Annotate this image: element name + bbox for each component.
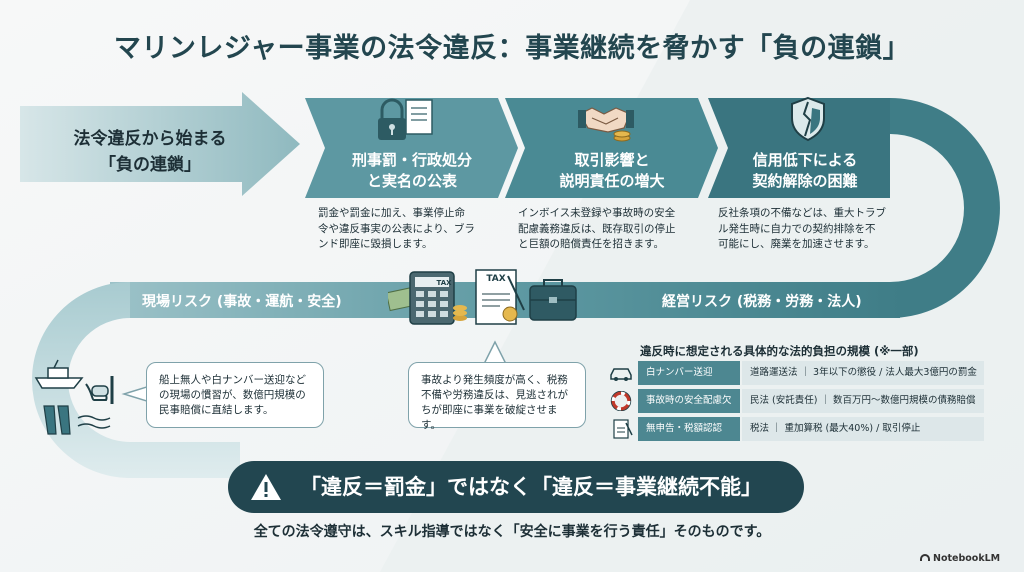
row-desc: 民法 (安託責任) ｜ 数百万円～数億円規模の債務賠償 [742, 389, 984, 413]
row-desc: 道路運送法 ｜ 3年以下の懲役 / 法人最大3億円の罰金 [742, 361, 984, 385]
lifebuoy-icon [610, 391, 632, 411]
warning-icon [251, 474, 281, 500]
key-message-banner: 「違反＝罰金」ではなく「違反＝事業継続不能」 [228, 461, 804, 513]
field-risk-label: 現場リスク (事故・運航・安全) [142, 294, 342, 310]
start-arrow-line1: 法令違反から始まる [73, 129, 227, 149]
step-2-title: 取引影響と 説明責任の増大 [559, 151, 665, 190]
start-arrow-label: 法令違反から始まる 「負の連鎖」 [40, 126, 260, 178]
row-desc: 税法 ｜ 重加算税 (最大40%) / 取引停止 [742, 417, 984, 441]
row-name: 無申告・税額認認 [638, 417, 740, 441]
step-3-title: 信用低下による 契約解除の困難 [752, 151, 858, 190]
callout-center-pointer [483, 340, 507, 364]
table-row: 事故時の安全配慮欠如 民法 (安託責任) ｜ 数百万円～数億円規模の債務賠償 [606, 389, 984, 430]
step-3-block [708, 98, 890, 198]
step-1-title: 刑事罰・行政処分 と実名の公表 [351, 151, 472, 190]
management-risk-callout: 事故より発生頻度が高く、税務 不備や労務違反は、見逃されが ちが即座に事業を破綻… [408, 362, 586, 431]
tax-finance-icons [388, 269, 577, 325]
brand-logo: NotebookLM [920, 553, 1000, 564]
row-name: 白ナンバー送迎 [638, 361, 740, 385]
notebooklm-logo-icon [920, 554, 930, 561]
broken-shield-icon [791, 96, 825, 142]
table-row: 無申告・税額認認 税法 ｜ 重加算税 (最大40%) / 取引停止 [606, 417, 984, 441]
banner-text: 「違反＝罰金」ではなく「違反＝事業継続不能」 [300, 475, 762, 499]
footer-message: 全ての法令遵守は、スキル指導ではなく「安全に事業を行う責任」そのものです。 [253, 524, 771, 540]
row-name: 事故時の安全配慮欠如 [638, 389, 740, 430]
step-1-description: 罰金や罰金に加え、事業停止命 令や違反事実の公表により、ブラ ンド即座に毀損しま… [318, 207, 475, 250]
handshake-coins-icon [578, 107, 634, 142]
calculator-tax-label: TAX [436, 279, 452, 287]
left-u-turn [32, 282, 240, 478]
document-tax-label: TAX [486, 274, 506, 284]
padlock-document-icon [378, 98, 433, 140]
start-arrow [20, 92, 300, 196]
start-arrow-line2: 「負の連鎖」 [99, 155, 201, 175]
step-3-description: 反社条項の不備などは、重大トラブ ル発生時に自力での契約排除を不 可能にし、廃業… [718, 207, 886, 250]
table-row: 白ナンバー送迎 道路運送法 ｜ 3年以下の懲役 / 法人最大3億円の罰金 [606, 361, 984, 385]
legal-burden-title: 違反時に想定される具体的な法的負担の規模 (※一部) [640, 344, 919, 358]
page-title: マリンレジャー事業の法令違反：事業継続を脅かす「負の連鎖」 [113, 33, 911, 64]
step-1-block [305, 98, 518, 198]
step-2-description: インボイス未登録や事故時の安全 配慮義務違反は、既存取引の停止 と巨額の賠償責任… [518, 207, 676, 250]
tax-document-icon [613, 419, 633, 439]
management-risk-label: 経営リスク (税務・労務・法人) [662, 294, 862, 310]
car-icon [610, 368, 632, 381]
step-2-block [505, 98, 718, 198]
boat-snorkel-icons [34, 359, 114, 435]
field-risk-callout: 船上無人や白ナンバー送迎など の現場の慣習が、数億円規模の 民事賠償に直結します… [146, 362, 324, 428]
